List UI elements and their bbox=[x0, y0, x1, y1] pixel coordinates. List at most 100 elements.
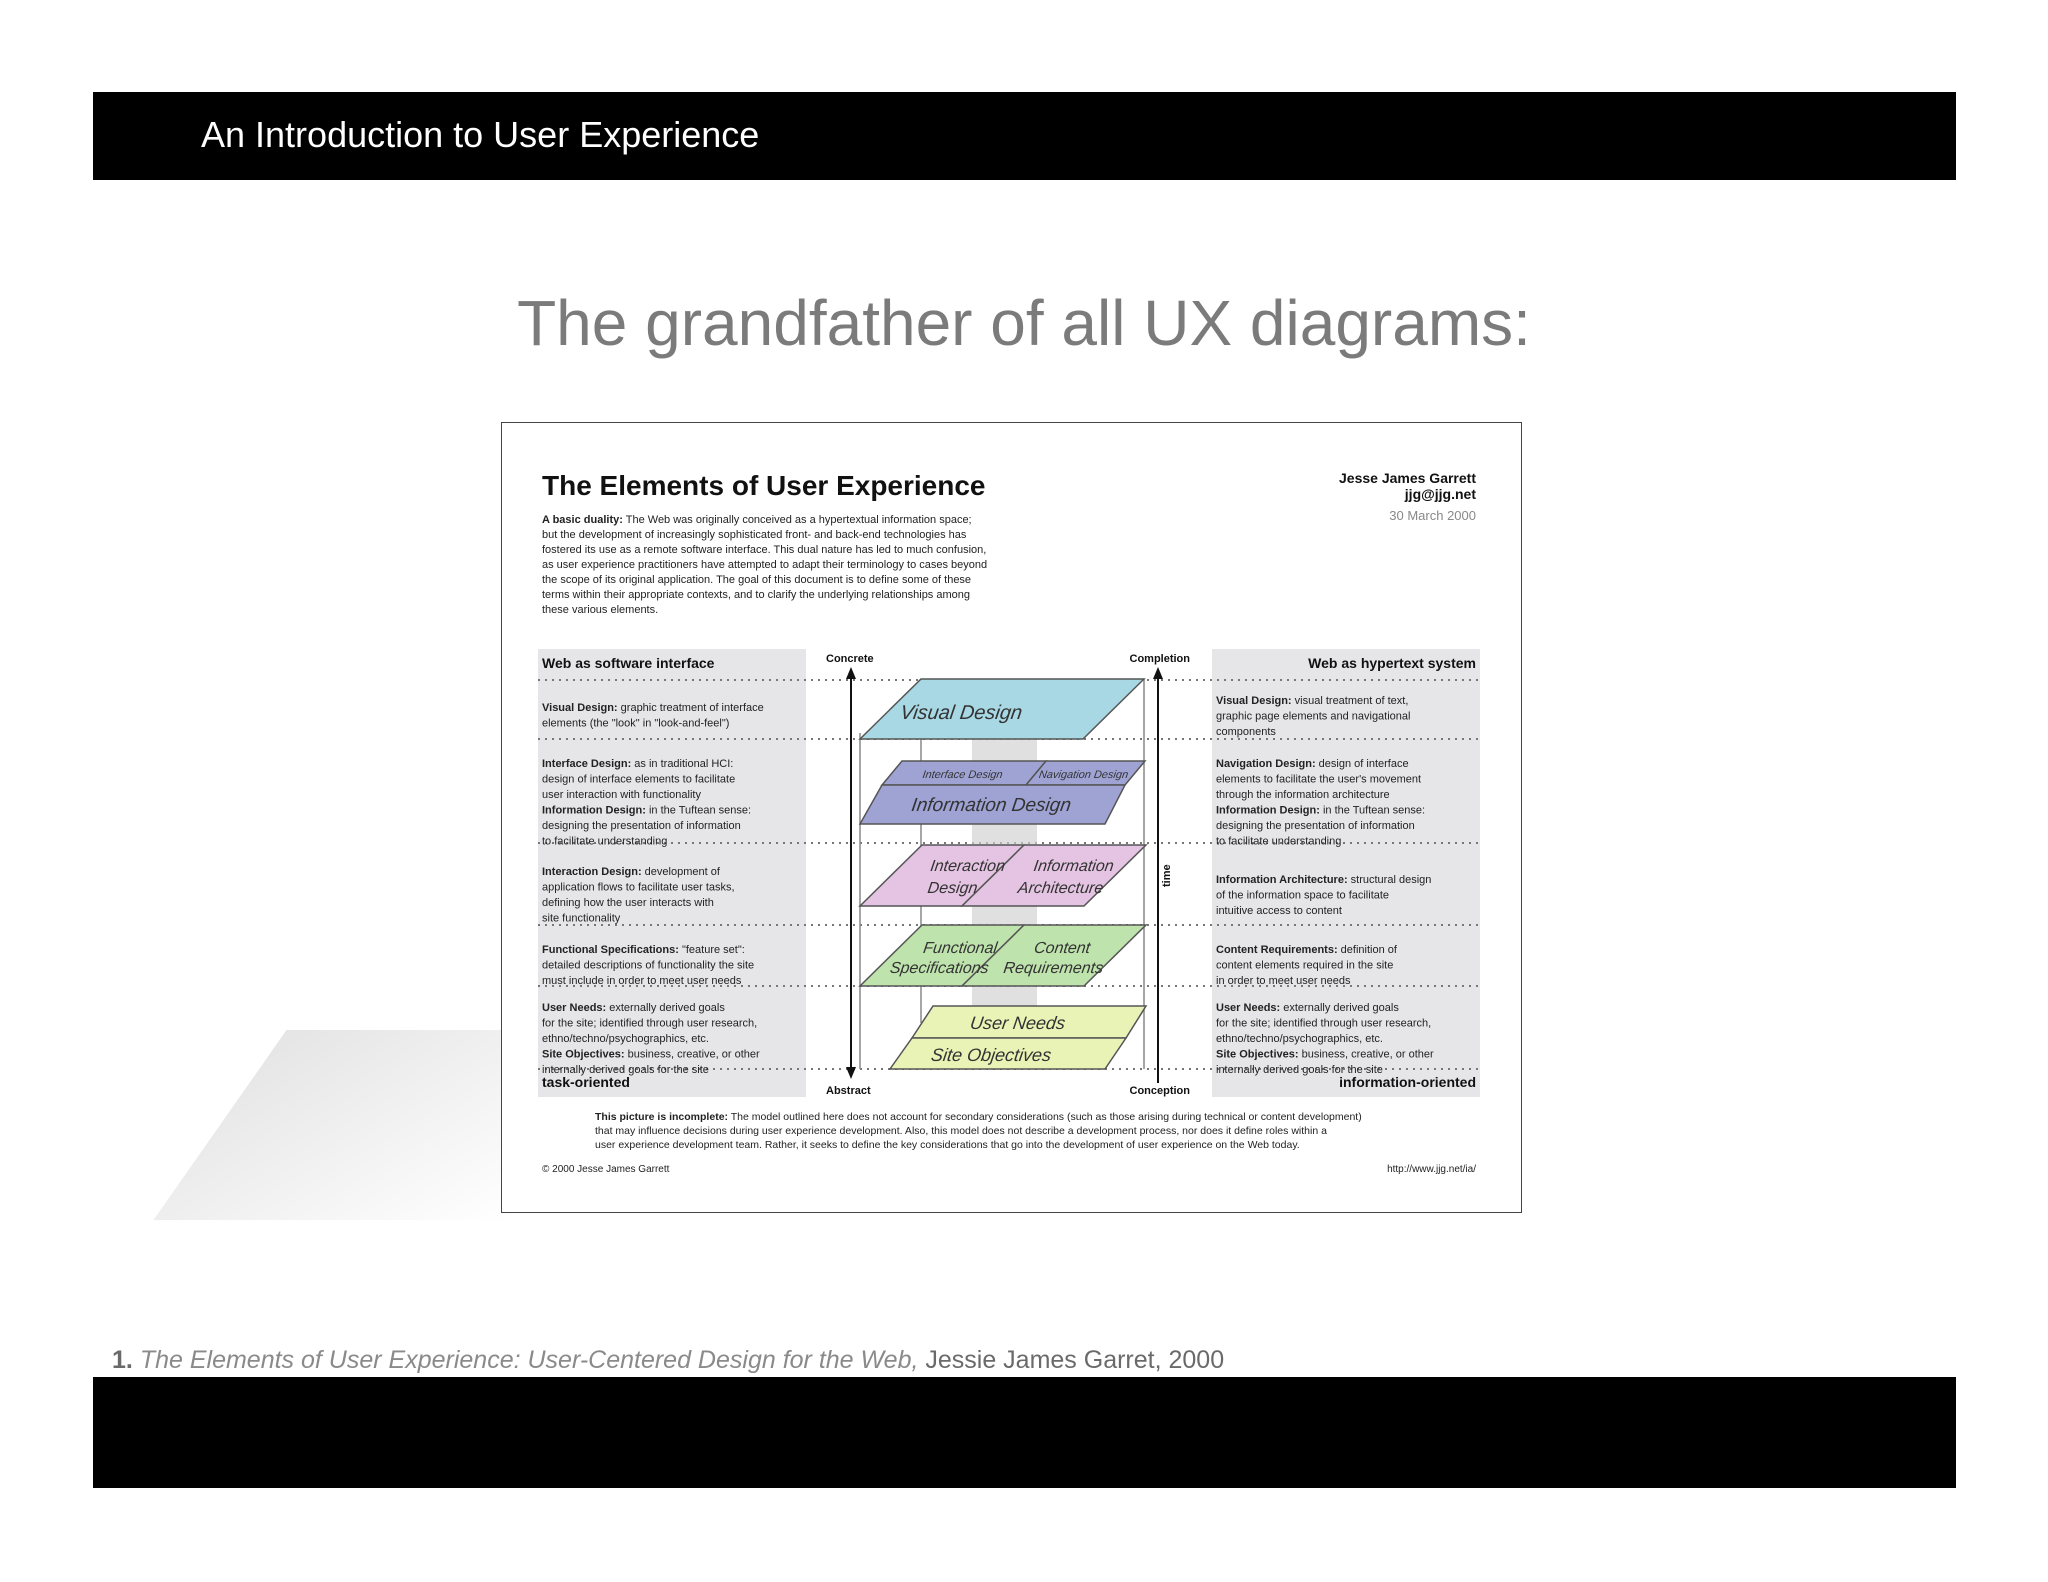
svg-text:terms within their appropriate: terms within their appropriate contexts,… bbox=[542, 589, 970, 601]
left-descriptions: Visual Design: graphic treatment of inte… bbox=[542, 702, 764, 1076]
intro-paragraph: A basic duality: The Web was originally … bbox=[542, 514, 987, 616]
description-line: Content Requirements: definition of bbox=[1216, 944, 1398, 956]
description-line: elements to facilitate the user's moveme… bbox=[1216, 774, 1421, 786]
svg-text:Functional: Functional bbox=[922, 939, 999, 957]
svg-text:as user experience practitione: as user experience practitioners have at… bbox=[542, 559, 987, 571]
description-line: ethno/techno/psychographics, etc. bbox=[1216, 1033, 1383, 1045]
svg-text:Information: Information bbox=[1032, 857, 1115, 875]
author-name: Jesse James Garrett bbox=[1339, 470, 1476, 486]
information-architecture-plane bbox=[960, 844, 1148, 907]
description-line: elements (the "look" in "look-and-feel") bbox=[542, 718, 729, 730]
svg-text:user experience development te: user experience development team. Rather… bbox=[595, 1139, 1300, 1151]
author-email: jjg@jjg.net bbox=[1404, 486, 1477, 502]
left-column-header: Web as software interface bbox=[542, 655, 715, 671]
left-column-footer: task-oriented bbox=[542, 1074, 630, 1090]
left-panel bbox=[538, 649, 806, 1097]
right-description-3: Information Architecture: structural des… bbox=[1216, 874, 1431, 917]
description-line: internally derived goals for the site bbox=[1216, 1064, 1383, 1076]
svg-text:This picture is incomplete: Th: This picture is incomplete: The model ou… bbox=[595, 1111, 1362, 1123]
svg-text:that may influence decisions d: that may influence decisions during user… bbox=[595, 1125, 1327, 1137]
svg-text:Specifications: Specifications bbox=[889, 959, 990, 977]
elements-of-ux-diagram: The Elements of User Experience Jesse Ja… bbox=[501, 422, 1522, 1213]
left-description-4: Functional Specifications: "feature set"… bbox=[542, 944, 754, 987]
slide-heading: The grandfather of all UX diagrams: bbox=[517, 287, 1531, 359]
footnote-book-title: The Elements of User Experience: User-Ce… bbox=[139, 1346, 919, 1374]
description-line: Functional Specifications: "feature set"… bbox=[542, 944, 745, 956]
time-arrow bbox=[1153, 667, 1163, 1083]
description-line: Site Objectives: business, creative, or … bbox=[542, 1049, 760, 1061]
description-line: to facilitate understanding bbox=[542, 836, 667, 848]
description-line: application flows to facilitate user tas… bbox=[542, 882, 735, 894]
description-line: in order to meet user needs bbox=[1216, 975, 1351, 987]
right-description-4: Content Requirements: definition of conte… bbox=[1216, 944, 1398, 987]
visual-design-plane bbox=[858, 678, 1146, 740]
svg-text:Content: Content bbox=[1033, 939, 1093, 957]
diagram-url: http://www.jjg.net/ia/ bbox=[1387, 1164, 1476, 1175]
visual-design-label: Visual Design bbox=[899, 702, 1024, 724]
description-line: Navigation Design: design of interface bbox=[1216, 758, 1409, 770]
footnote-number: 1. bbox=[112, 1346, 133, 1374]
left-description-2: Interface Design: as in traditional HCI:… bbox=[542, 758, 751, 848]
interface-design-label: Interface Design bbox=[922, 769, 1004, 781]
description-line: Visual Design: visual treatment of text, bbox=[1216, 695, 1408, 707]
footer-bar bbox=[93, 1377, 1956, 1488]
diagram-title: The Elements of User Experience bbox=[542, 470, 986, 501]
svg-text:Architecture: Architecture bbox=[1016, 879, 1105, 897]
left-description-1: Visual Design: graphic treatment of inte… bbox=[542, 702, 764, 730]
right-description-1: Visual Design: visual treatment of text,… bbox=[1216, 695, 1410, 738]
svg-text:but the development of increas: but the development of increasingly soph… bbox=[542, 529, 967, 541]
description-line: through the information architecture bbox=[1216, 789, 1390, 801]
description-line: User Needs: externally derived goals bbox=[1216, 1002, 1399, 1014]
description-line: User Needs: externally derived goals bbox=[542, 1002, 725, 1014]
description-line: graphic page elements and navigational bbox=[1216, 711, 1410, 723]
right-descriptions: Visual Design: visual treatment of text,… bbox=[1216, 695, 1434, 1076]
copyright: © 2000 Jesse James Garrett bbox=[542, 1164, 670, 1175]
right-panel bbox=[1212, 649, 1480, 1097]
description-line: internally derived goals for the site bbox=[542, 1064, 709, 1076]
description-line: Information Architecture: structural des… bbox=[1216, 874, 1431, 886]
diagram-date: 30 March 2000 bbox=[1389, 508, 1476, 523]
information-architecture-label: Information Architecture bbox=[1016, 857, 1115, 897]
axis-concrete: Concrete bbox=[826, 653, 874, 665]
svg-text:Design: Design bbox=[927, 879, 979, 897]
interaction-design-label: Interaction Design bbox=[927, 857, 1007, 897]
user-needs-label: User Needs bbox=[969, 1013, 1067, 1033]
svg-text:Requirements: Requirements bbox=[1002, 959, 1104, 977]
description-line: ethno/techno/psychographics, etc. bbox=[542, 1033, 709, 1045]
site-objectives-plane bbox=[888, 1037, 1128, 1070]
description-line: Interaction Design: development of bbox=[542, 866, 721, 878]
left-description-5: User Needs: externally derived goalsfor … bbox=[542, 1002, 760, 1076]
left-description-3: Interaction Design: development of applic… bbox=[542, 866, 735, 925]
description-line: must include in order to meet user needs bbox=[542, 975, 742, 987]
svg-text:these various elements.: these various elements. bbox=[542, 604, 658, 616]
description-line: Information Design: in the Tuftean sense… bbox=[1216, 805, 1425, 817]
description-line: designing the presentation of informatio… bbox=[542, 820, 741, 832]
description-line: defining how the user interacts with bbox=[542, 897, 714, 909]
svg-text:A basic duality: The Web was o: A basic duality: The Web was originally … bbox=[542, 514, 972, 526]
description-line: Interface Design: as in traditional HCI: bbox=[542, 758, 733, 770]
functional-specifications-label: Functional Specifications bbox=[889, 939, 999, 977]
description-line: content elements required in the site bbox=[1216, 960, 1393, 972]
right-description-2: Navigation Design: design of interface el… bbox=[1216, 758, 1425, 848]
description-line: user interaction with functionality bbox=[542, 789, 701, 801]
description-line: detailed descriptions of functionality t… bbox=[542, 960, 754, 972]
description-line: Visual Design: graphic treatment of inte… bbox=[542, 702, 764, 714]
svg-text:fostered its use as a remote s: fostered its use as a remote software in… bbox=[542, 544, 986, 556]
site-objectives-label: Site Objectives bbox=[930, 1045, 1053, 1065]
right-column-header: Web as hypertext system bbox=[1308, 655, 1476, 671]
svg-text:the scope of its original appl: the scope of its original application. T… bbox=[542, 574, 971, 586]
description-line: components bbox=[1216, 726, 1276, 738]
content-requirements-label: Content Requirements bbox=[1002, 939, 1104, 977]
header-bar: An Introduction to User Experience bbox=[93, 92, 1956, 180]
description-line: Information Design: in the Tuftean sense… bbox=[542, 805, 751, 817]
description-line: Site Objectives: business, creative, or … bbox=[1216, 1049, 1434, 1061]
description-line: site functionality bbox=[542, 913, 621, 925]
right-column-footer: information-oriented bbox=[1339, 1074, 1476, 1090]
svg-text:Interaction: Interaction bbox=[929, 857, 1006, 875]
information-design-label: Information Design bbox=[910, 795, 1072, 816]
axis-abstract: Abstract bbox=[826, 1085, 871, 1097]
right-description-5: User Needs: externally derived goalsfor … bbox=[1216, 1002, 1434, 1076]
information-design-plane bbox=[858, 784, 1127, 825]
axis-conception: Conception bbox=[1130, 1085, 1191, 1097]
description-line: of the information space to facilitate bbox=[1216, 890, 1389, 902]
